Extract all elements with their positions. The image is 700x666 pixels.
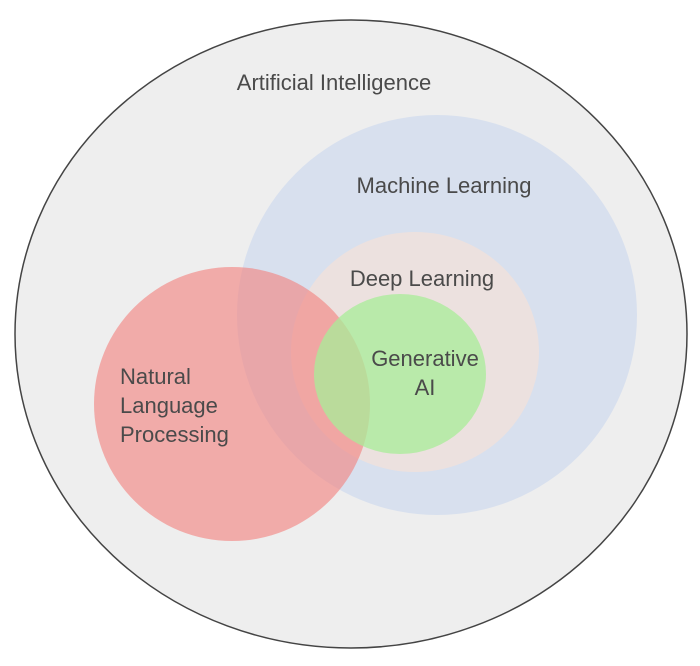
artificial-intelligence-label: Artificial Intelligence bbox=[237, 70, 431, 95]
nlp-label-line-2: Language bbox=[120, 393, 218, 418]
machine-learning-label: Machine Learning bbox=[357, 173, 532, 198]
generative-ai-circle bbox=[314, 294, 486, 454]
generative-ai-label-line-2: AI bbox=[415, 375, 436, 400]
generative-ai-label-line-1: Generative bbox=[371, 346, 479, 371]
nlp-label-line-3: Processing bbox=[120, 422, 229, 447]
deep-learning-label: Deep Learning bbox=[350, 266, 494, 291]
nlp-label-line-1: Natural bbox=[120, 364, 191, 389]
natural-language-processing-circle bbox=[94, 267, 370, 541]
